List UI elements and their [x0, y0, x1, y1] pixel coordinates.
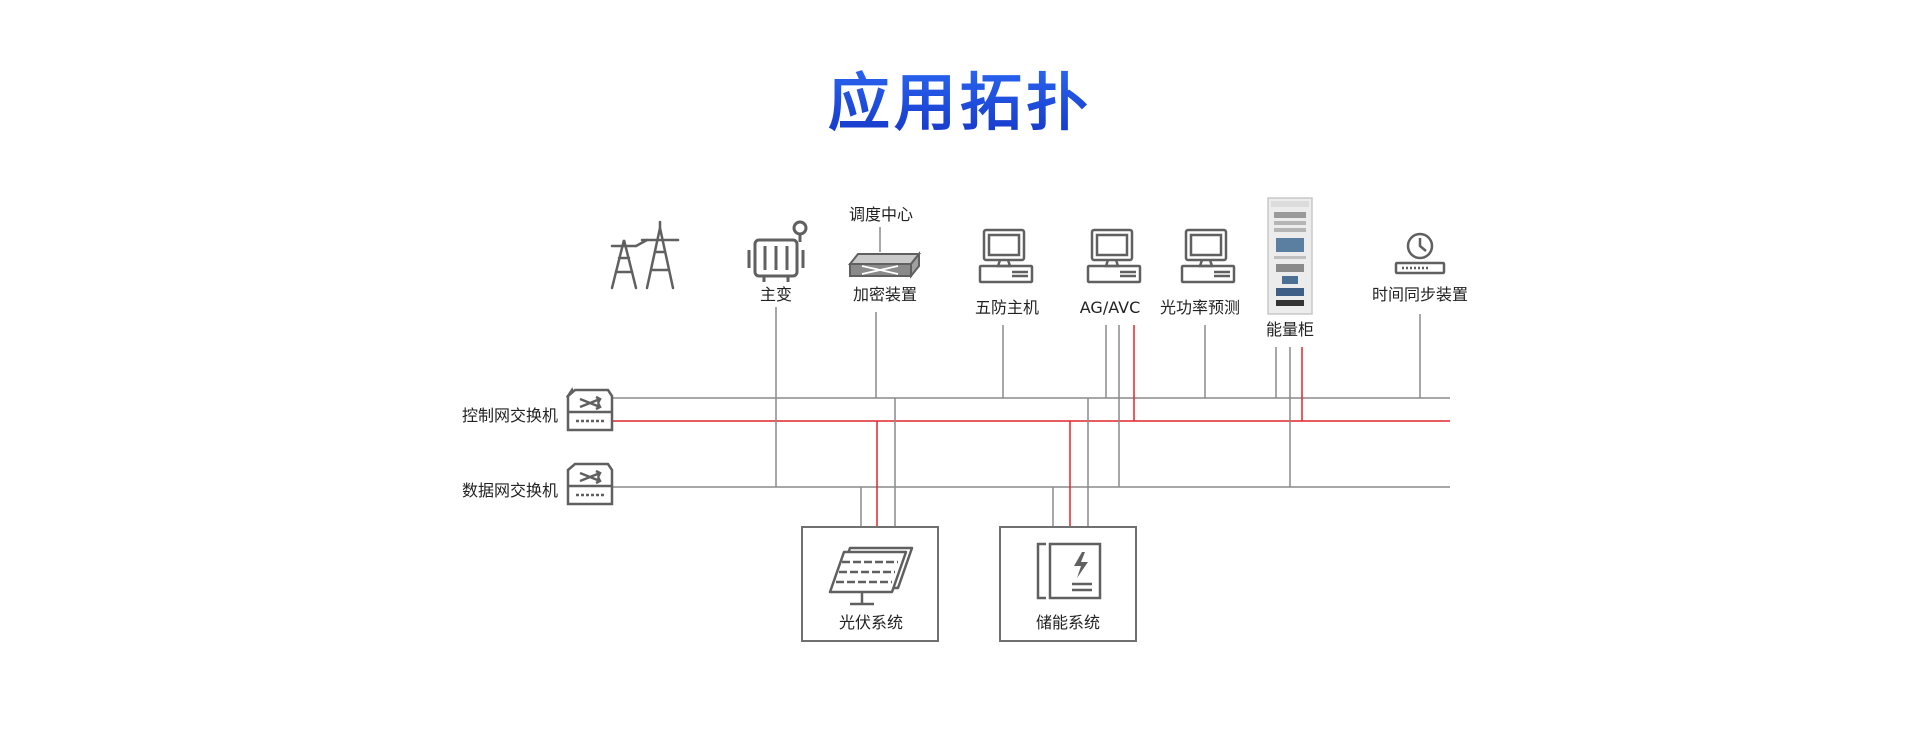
- encryption-device-icon: [847, 251, 922, 279]
- solar-panel-icon: [828, 546, 914, 606]
- storage-system-label: 储能系统: [1036, 613, 1100, 632]
- energy-storage-icon: [1036, 542, 1102, 600]
- pv-system-label: 光伏系统: [839, 613, 903, 632]
- connectors-red: [876, 325, 1303, 527]
- computer-icon: [1086, 228, 1142, 284]
- control-network-switch-label: 控制网交换机: [462, 406, 558, 425]
- five-defense-host-label: 五防主机: [975, 298, 1039, 317]
- energy-cabinet-icon: [1267, 197, 1313, 315]
- energy-cabinet-label: 能量柜: [1266, 320, 1314, 339]
- pv-power-forecast-label: 光功率预测: [1160, 298, 1240, 317]
- connectors-gray: [775, 227, 1421, 527]
- time-sync-device-label: 时间同步装置: [1372, 285, 1468, 304]
- transformer-icon: [747, 220, 808, 282]
- power-tower-icon: [610, 220, 680, 290]
- page-title: 应用拓扑: [827, 66, 1092, 139]
- encryption-device-label: 加密装置: [853, 285, 917, 304]
- computer-icon: [1180, 228, 1236, 284]
- main-transformer-label: 主变: [760, 285, 792, 304]
- agc-avc-label: AG/AVC: [1080, 298, 1141, 317]
- switch-icon: [566, 462, 614, 506]
- computer-icon: [978, 228, 1034, 284]
- clock-icon: [1394, 232, 1446, 275]
- data-network-switch-label: 数据网交换机: [462, 481, 558, 500]
- switch-icon: [565, 387, 614, 432]
- dispatch-center-label: 调度中心: [849, 205, 913, 224]
- network-buses: [612, 397, 1450, 488]
